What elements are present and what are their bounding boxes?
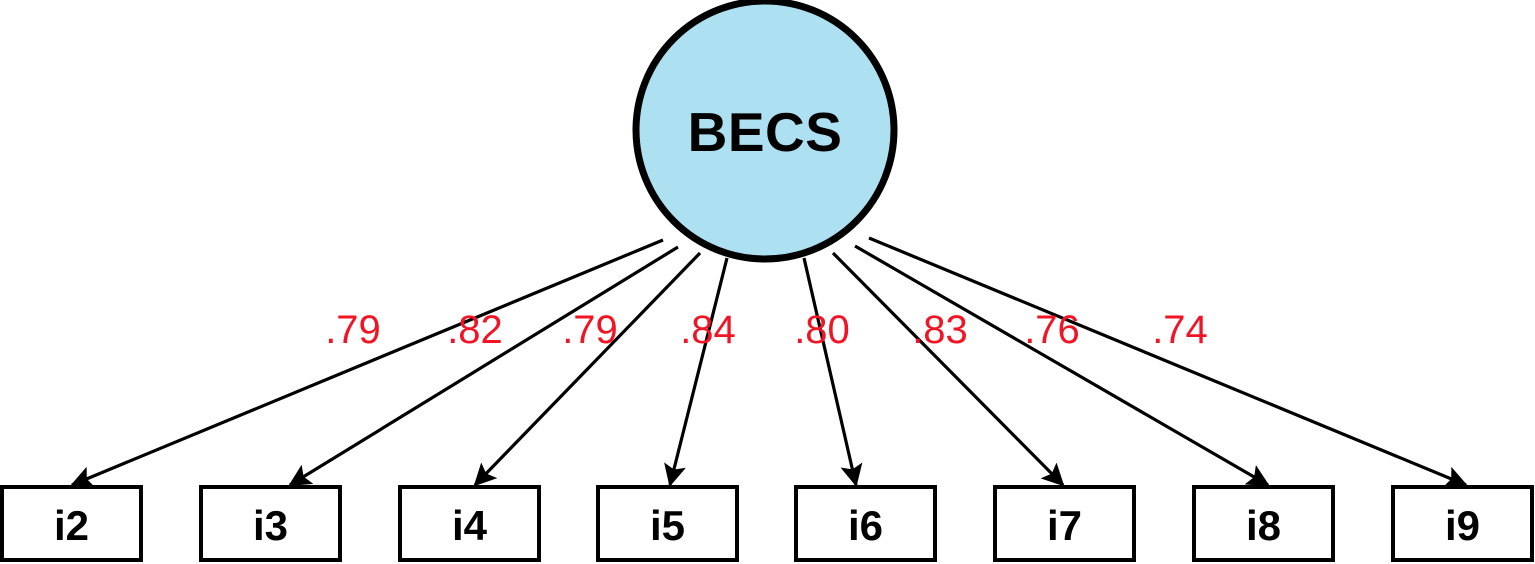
indicator-box-i3[interactable] <box>199 485 342 562</box>
loading-value-i5: .84 <box>680 308 736 352</box>
loading-value-i7: .83 <box>912 308 968 352</box>
loading-arrow-i6[interactable] <box>802 257 863 487</box>
indicator-box-i9[interactable] <box>1391 485 1534 562</box>
indicator-label-i9: i9 <box>1445 502 1480 549</box>
latent-factor-label: BECS <box>688 101 843 163</box>
indicator-label-i4: i4 <box>452 502 488 549</box>
indicator-label-i6: i6 <box>848 502 883 549</box>
indicator-boxes: i2 i3 i4 i5 i6 i7 i8 i9 <box>0 485 1534 562</box>
indicator-label-i5: i5 <box>650 502 685 549</box>
factor-loading-arrows <box>70 236 1468 488</box>
loading-arrow-i4[interactable] <box>473 251 702 487</box>
loading-arrow-i7[interactable] <box>831 251 1065 487</box>
loading-value-i8: .76 <box>1024 308 1080 352</box>
loading-value-i6: .80 <box>794 308 850 352</box>
loading-arrow-i5[interactable] <box>664 257 729 487</box>
latent-factor-circle[interactable] <box>632 0 898 263</box>
indicator-box-i8[interactable] <box>1192 485 1335 562</box>
indicator-label-i3: i3 <box>253 502 288 549</box>
loading-value-i2: .79 <box>325 308 381 352</box>
loading-value-i3: .82 <box>447 308 503 352</box>
indicator-box-i4[interactable] <box>398 485 541 562</box>
loading-arrow-i3[interactable] <box>288 245 679 487</box>
loading-arrow-i2[interactable] <box>70 238 664 488</box>
loading-arrow-i8[interactable] <box>854 244 1270 487</box>
indicator-box-i5[interactable] <box>596 485 739 562</box>
indicator-box-i7[interactable] <box>993 485 1136 562</box>
indicator-box-i6[interactable] <box>794 485 937 562</box>
indicator-box-i2[interactable] <box>0 485 143 562</box>
loading-labels: .79 .82 .79 .84 .80 .83 .76 .74 <box>325 308 1208 352</box>
indicator-label-i7: i7 <box>1047 502 1082 549</box>
loading-value-i9: .74 <box>1152 308 1208 352</box>
loading-arrow-i9[interactable] <box>868 236 1468 488</box>
indicator-label-i2: i2 <box>54 502 89 549</box>
indicator-label-i8: i8 <box>1246 502 1281 549</box>
loading-value-i4: .79 <box>562 308 618 352</box>
